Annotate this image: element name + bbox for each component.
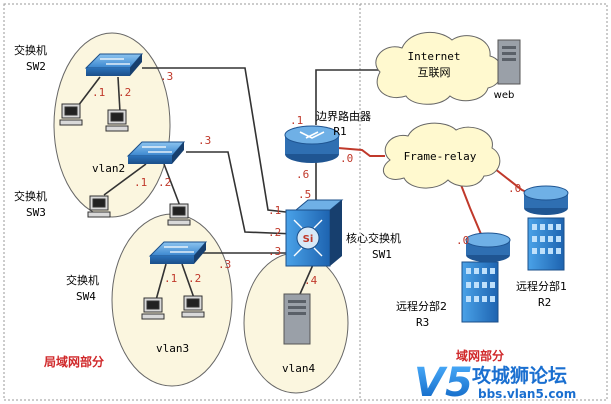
link-sw3-core (186, 151, 296, 235)
web-server: web (494, 39, 521, 101)
pc-icon (87, 195, 111, 218)
vlan3-ellipse (111, 213, 233, 387)
port-label: .3 (218, 258, 231, 271)
r2-id: R2 (538, 296, 551, 309)
router-id: R1 (333, 125, 346, 138)
port-label: .1 (268, 204, 281, 217)
lan-section-title: 局域网部分 (44, 354, 104, 369)
vlan4-server (283, 293, 311, 345)
r3-name: 远程分部2 (396, 299, 447, 313)
watermark: V5 攻城狮论坛 bbs.vlan5.com (414, 360, 576, 404)
port-label: .0 (456, 234, 469, 247)
web-server-label: web (494, 90, 515, 101)
pc-icons (59, 103, 205, 320)
core-id: SW1 (372, 248, 392, 261)
port-label: .2 (188, 272, 201, 285)
r2-name: 远程分部1 (516, 279, 567, 293)
port-label: .1 (290, 114, 303, 127)
pc-icon (59, 103, 83, 126)
sw3-id: SW3 (26, 206, 46, 219)
port-label: .2 (158, 176, 171, 189)
pc-icon (141, 297, 165, 320)
sw4-name: 交换机 (66, 273, 99, 287)
watermark-title: 攻城狮论坛 (472, 364, 567, 387)
port-label: .5 (298, 188, 311, 201)
switch-sw4 (148, 241, 208, 264)
link-sw2-core (142, 67, 296, 214)
pc-icon (181, 295, 205, 318)
si-icon: Si (303, 234, 314, 245)
sw4-id: SW4 (76, 290, 96, 303)
watermark-logo: V5 (414, 360, 473, 404)
port-label: .2 (118, 86, 131, 99)
vlan4-label: vlan4 (282, 362, 315, 375)
watermark-url: bbs.vlan5.com (478, 387, 576, 401)
port-label: .3 (268, 245, 281, 258)
vlan3-label: vlan3 (156, 342, 189, 355)
vlan2-label: vlan2 (92, 162, 125, 175)
switch-sw2 (84, 53, 144, 76)
port-label: .1 (134, 176, 147, 189)
router-r1 (284, 125, 340, 163)
core-switch-sw1: Si (285, 199, 344, 267)
wan-section-title: 域网部分 (456, 348, 504, 363)
branch-r2 (523, 185, 569, 271)
r3-id: R3 (416, 316, 429, 329)
port-label: .3 (198, 134, 211, 147)
port-label: .6 (296, 168, 309, 181)
internet-cn-label: 互联网 (418, 66, 451, 79)
sw2-name: 交换机 (14, 43, 47, 57)
router-name: 边界路由器 (316, 109, 371, 123)
port-label: .1 (92, 86, 105, 99)
port-label: .0 (340, 152, 353, 165)
diagram-border (3, 3, 608, 401)
port-label: .2 (268, 226, 281, 239)
sw2-id: SW2 (26, 60, 46, 73)
frame-relay-label: Frame-relay (404, 150, 477, 163)
port-label: .0 (508, 182, 521, 195)
pc-icon (105, 109, 129, 132)
link-r1-internet (315, 69, 385, 125)
switch-sw3 (126, 141, 186, 164)
core-name: 核心交换机 (346, 231, 401, 245)
vlan2-ellipse (53, 32, 171, 218)
pc-icon (167, 203, 191, 226)
internet-label: Internet (408, 50, 461, 63)
frame-relay-cloud: Frame-relay (383, 122, 501, 189)
port-label: .1 (164, 272, 177, 285)
port-label: .3 (160, 70, 173, 83)
internet-cloud: Internet 互联网 (375, 31, 503, 105)
branch-r3 (461, 232, 511, 323)
port-label: .4 (304, 274, 318, 287)
link-r1-frame-relay (337, 147, 385, 157)
sw3-name: 交换机 (14, 189, 47, 203)
